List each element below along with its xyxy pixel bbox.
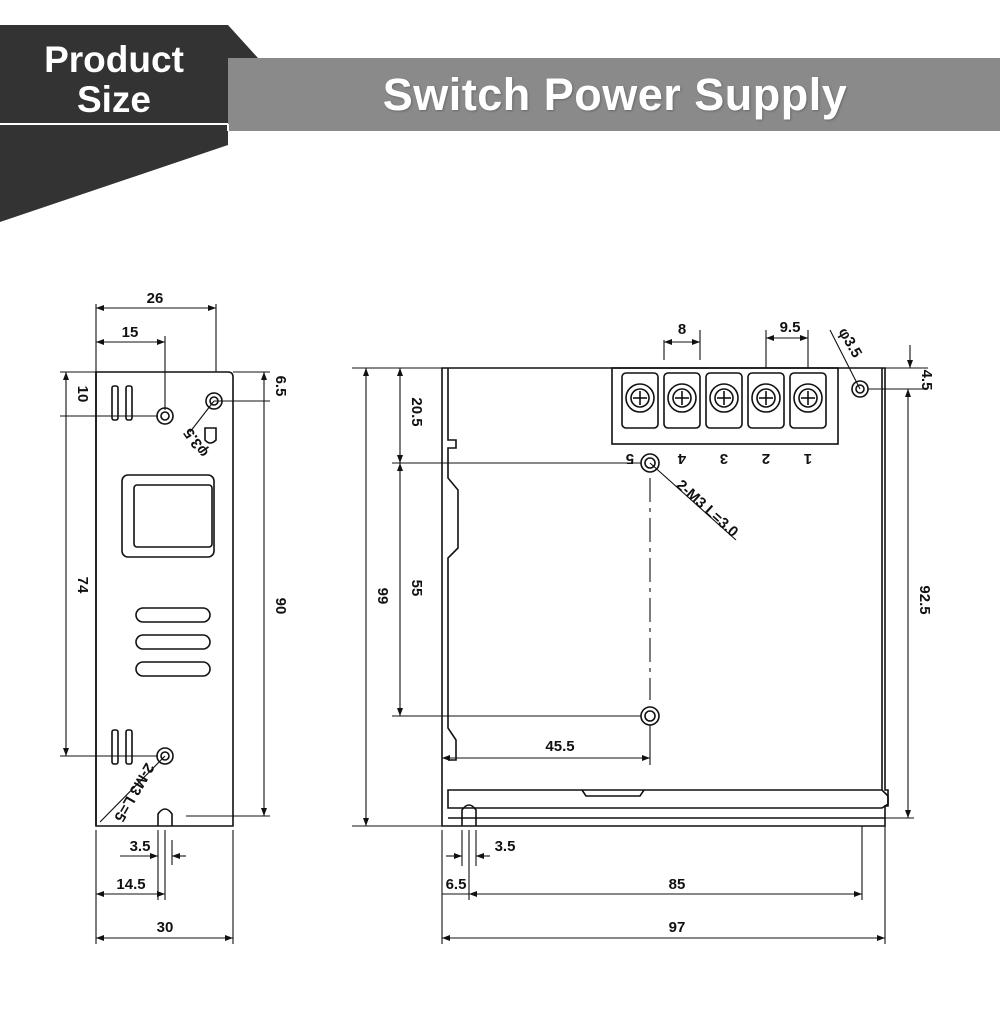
dim-26: 26 xyxy=(147,290,164,307)
dim-30: 30 xyxy=(157,919,174,936)
front-hole-bottom xyxy=(640,706,660,726)
dim-15: 15 xyxy=(122,324,139,341)
dim-3-5-side: 3.5 xyxy=(130,838,151,855)
screw-note-side: 2-M3 L=5 xyxy=(110,760,157,824)
terminal-labels: 5 4 3 2 1 xyxy=(626,450,812,467)
dim-8: 8 xyxy=(678,321,686,338)
hole-note-front: φ3.5 xyxy=(835,325,866,361)
terminal-label-1: 1 xyxy=(804,450,812,467)
dim-99: 99 xyxy=(374,588,391,605)
dim-90: 90 xyxy=(272,598,289,615)
title-bar xyxy=(228,58,1000,131)
dim-3-5-front: 3.5 xyxy=(495,838,516,855)
terminal-block xyxy=(611,367,839,445)
screw-note-front: 2-M3 L=3.0 xyxy=(673,477,742,541)
side-view-outline xyxy=(95,371,234,827)
terminal-label-4: 4 xyxy=(677,450,686,467)
terminal-label-3: 3 xyxy=(720,450,728,467)
dim-55: 55 xyxy=(408,580,425,597)
front-view-dimensions: 8 9.5 φ3.5 4.5 20.5 55 99 2-M3 L=3.0 92.… xyxy=(374,319,935,936)
dim-14-5: 14.5 xyxy=(116,876,145,893)
dim-6-5-front: 6.5 xyxy=(446,876,467,893)
dim-4-5: 4.5 xyxy=(918,370,935,391)
badge-line-1: Product xyxy=(44,39,184,80)
terminal-label-5: 5 xyxy=(626,450,634,467)
dim-10: 10 xyxy=(74,386,91,403)
terminals xyxy=(621,372,827,429)
product-size-badge: Product Size xyxy=(0,40,228,120)
dim-6-5-side: 6.5 xyxy=(272,376,289,397)
side-view-dimensions: 26 15 10 74 6.5 90 φ3.5 2-M3 L=5 3.5 14.… xyxy=(74,290,289,936)
dim-92-5: 92.5 xyxy=(916,585,933,614)
dim-45-5: 45.5 xyxy=(545,738,574,755)
terminal-label-2: 2 xyxy=(762,450,770,467)
dim-74: 74 xyxy=(74,577,91,594)
dim-97: 97 xyxy=(669,919,686,936)
front-view xyxy=(352,329,928,944)
side-hole-top xyxy=(156,407,174,425)
dim-85: 85 xyxy=(669,876,686,893)
side-window xyxy=(121,474,215,558)
page-title: Switch Power Supply xyxy=(382,69,848,120)
header-banner xyxy=(0,25,1000,222)
dim-20-5: 20.5 xyxy=(408,397,425,426)
dim-9-5: 9.5 xyxy=(780,319,801,336)
badge-line-2: Size xyxy=(76,79,152,120)
front-view-outline xyxy=(441,367,889,827)
